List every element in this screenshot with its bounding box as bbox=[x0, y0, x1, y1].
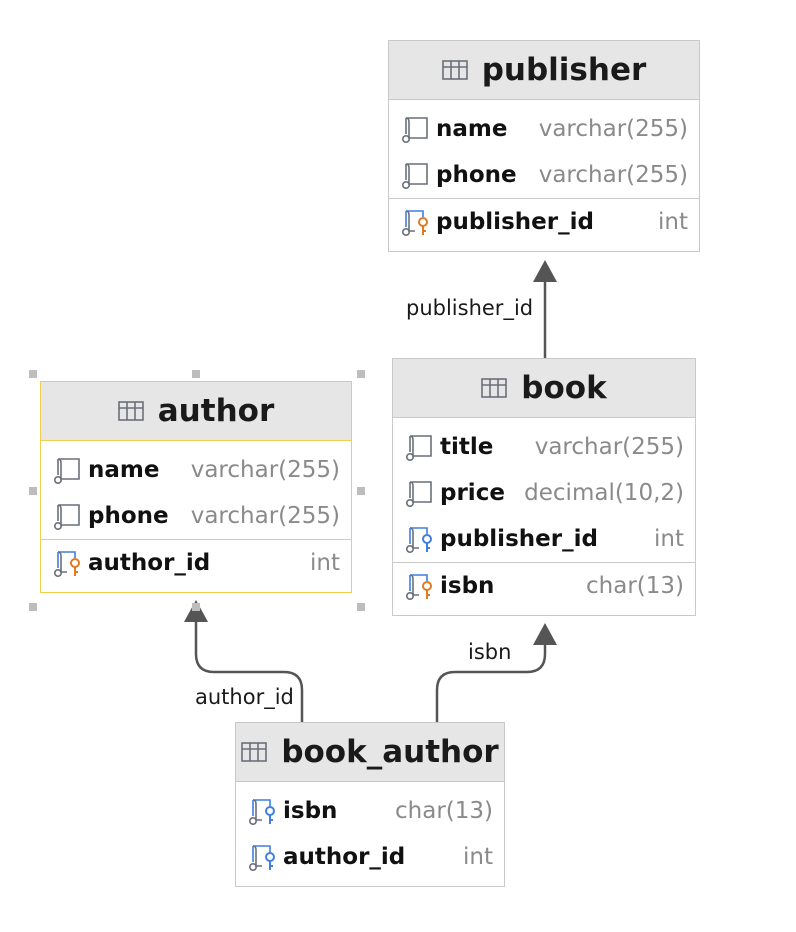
arrowhead-book bbox=[533, 623, 557, 645]
selection-handle-n[interactable] bbox=[192, 370, 200, 378]
field-name: publisher_id bbox=[440, 526, 598, 552]
entity-book[interactable]: book title varchar(255) price decimal(10… bbox=[392, 358, 696, 616]
entity-header[interactable]: book_author bbox=[236, 723, 504, 782]
primary-key-icon bbox=[399, 207, 429, 237]
selection-handle-ne[interactable] bbox=[357, 370, 365, 378]
primary-key-icon bbox=[51, 548, 81, 578]
selection-handle-e[interactable] bbox=[357, 487, 365, 495]
field-type: varchar(255) bbox=[538, 162, 688, 188]
field-name: isbn bbox=[440, 573, 495, 599]
column-icon bbox=[399, 160, 429, 190]
field-row[interactable]: author_id int bbox=[236, 834, 504, 880]
field-name: author_id bbox=[283, 844, 406, 870]
field-name: name bbox=[436, 116, 508, 142]
field-type: int bbox=[463, 844, 493, 870]
selection-handle-se[interactable] bbox=[357, 603, 365, 611]
field-type: varchar(255) bbox=[190, 503, 340, 529]
selection-handle-nw[interactable] bbox=[29, 370, 37, 378]
field-type: int bbox=[310, 550, 340, 576]
field-name: author_id bbox=[88, 550, 211, 576]
field-type: int bbox=[654, 526, 684, 552]
key-field-row[interactable]: author_id int bbox=[41, 540, 351, 586]
entity-header[interactable]: publisher bbox=[389, 41, 699, 100]
column-icon bbox=[399, 114, 429, 144]
field-type: varchar(255) bbox=[190, 457, 340, 483]
field-row[interactable]: isbn char(13) bbox=[236, 788, 504, 834]
column-icon bbox=[51, 501, 81, 531]
arrowhead-author bbox=[184, 600, 208, 622]
field-row[interactable]: price decimal(10,2) bbox=[393, 470, 695, 516]
selection-handle-s[interactable] bbox=[192, 603, 200, 611]
field-row[interactable]: name varchar(255) bbox=[389, 106, 699, 152]
entity-title: author bbox=[157, 393, 275, 429]
field-row[interactable]: phone varchar(255) bbox=[389, 152, 699, 198]
edge-book_author-author[interactable] bbox=[194, 622, 304, 722]
entity-title: book bbox=[521, 370, 607, 406]
field-row[interactable]: title varchar(255) bbox=[393, 424, 695, 470]
field-type: varchar(255) bbox=[534, 434, 684, 460]
field-type: int bbox=[658, 209, 688, 235]
primary-key-icon bbox=[403, 571, 433, 601]
edge-label-isbn: isbn bbox=[468, 640, 512, 664]
field-name: phone bbox=[436, 162, 517, 188]
field-name: isbn bbox=[283, 798, 338, 824]
field-row[interactable]: phone varchar(255) bbox=[41, 493, 351, 539]
column-icon bbox=[51, 455, 81, 485]
selection-handle-w[interactable] bbox=[29, 487, 37, 495]
entity-title: book_author bbox=[281, 734, 499, 770]
entity-header[interactable]: author bbox=[41, 382, 351, 441]
table-icon bbox=[481, 378, 508, 398]
table-icon bbox=[441, 60, 468, 80]
field-type: char(13) bbox=[586, 573, 684, 599]
table-icon bbox=[117, 401, 144, 421]
edge-book_author-book[interactable] bbox=[435, 645, 547, 722]
field-type: varchar(255) bbox=[538, 116, 688, 142]
field-row[interactable]: name varchar(255) bbox=[41, 447, 351, 493]
column-icon bbox=[403, 478, 433, 508]
edge-label-author_id: author_id bbox=[195, 685, 294, 709]
table-icon bbox=[241, 742, 268, 762]
field-name: price bbox=[440, 480, 505, 506]
key-field-row[interactable]: isbn char(13) bbox=[393, 563, 695, 609]
foreign-key-icon bbox=[403, 524, 433, 554]
field-row[interactable]: publisher_id int bbox=[393, 516, 695, 562]
field-type: decimal(10,2) bbox=[524, 480, 684, 506]
selection-handle-sw[interactable] bbox=[29, 603, 37, 611]
arrowhead-publisher bbox=[533, 260, 557, 282]
foreign-key-icon bbox=[246, 796, 276, 826]
entity-author[interactable]: author name varchar(255) phone varchar(2… bbox=[40, 381, 352, 593]
entity-publisher[interactable]: publisher name varchar(255) phone varcha… bbox=[388, 40, 700, 252]
field-name: name bbox=[88, 457, 160, 483]
foreign-key-icon bbox=[246, 842, 276, 872]
field-name: publisher_id bbox=[436, 209, 594, 235]
key-field-row[interactable]: publisher_id int bbox=[389, 199, 699, 245]
field-type: char(13) bbox=[395, 798, 493, 824]
field-name: phone bbox=[88, 503, 169, 529]
field-name: title bbox=[440, 434, 494, 460]
column-icon bbox=[403, 432, 433, 462]
entity-header[interactable]: book bbox=[393, 359, 695, 418]
entity-book_author[interactable]: book_author isbn char(13) author_id int bbox=[235, 722, 505, 887]
entity-title: publisher bbox=[481, 52, 647, 88]
edge-label-publisher_id: publisher_id bbox=[406, 296, 534, 320]
